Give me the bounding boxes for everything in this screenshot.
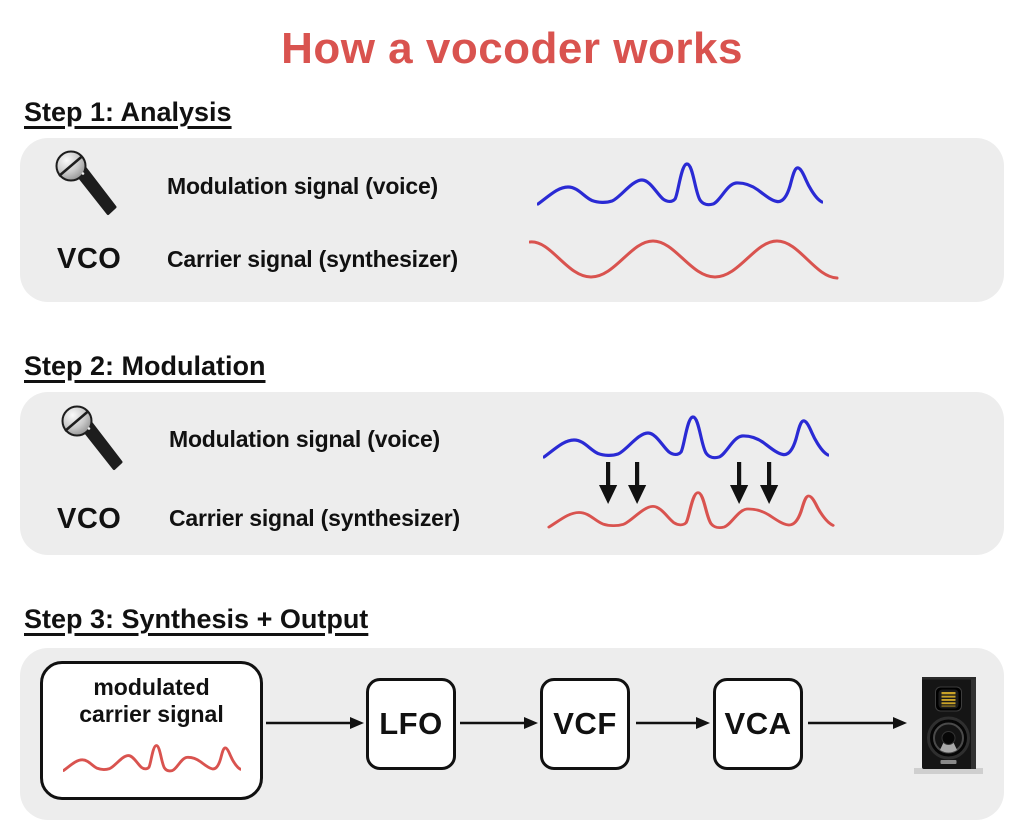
carrier-sine-waveform (529, 239, 839, 280)
source-box-line2: carrier signal (79, 701, 224, 727)
page-title: How a vocoder works (281, 24, 743, 73)
modulation-voice-waveform (537, 162, 823, 207)
step1-carrier-label: Carrier signal (synthesizer) (167, 246, 458, 272)
right-arrow-icon (460, 717, 538, 729)
step2-vco-label: VCO (57, 503, 122, 535)
step2-carrier-label: Carrier signal (synthesizer) (169, 505, 460, 531)
modulated-carrier-waveform (62, 744, 241, 773)
source-box-line1: modulated (93, 674, 210, 700)
step1-modulation-label: Modulation signal (voice) (167, 173, 439, 199)
modulation-voice-waveform (543, 415, 829, 460)
step2-heading: Step 2: Modulation (24, 351, 266, 381)
right-arrow-icon (636, 717, 710, 729)
step1-vco-label: VCO (57, 243, 122, 275)
vca-label: VCA (724, 706, 792, 741)
microphone-icon (55, 150, 117, 215)
step2-modulation-label: Modulation signal (voice) (169, 426, 441, 452)
lfo-box: LFO (366, 678, 456, 770)
right-arrow-icon (266, 717, 364, 729)
step3-heading: Step 3: Synthesis + Output (24, 604, 369, 634)
modulated-carrier-waveform (547, 491, 835, 530)
modulated-carrier-box: modulated carrier signal (40, 661, 263, 800)
studio-monitor-speaker-icon (914, 677, 983, 774)
microphone-icon (61, 405, 123, 470)
vcf-label: VCF (553, 706, 617, 741)
vcf-box: VCF (540, 678, 630, 770)
lfo-label: LFO (379, 706, 443, 741)
right-arrow-icon (808, 717, 907, 729)
vca-box: VCA (713, 678, 803, 770)
step2-panel (20, 392, 1004, 555)
step1-heading: Step 1: Analysis (24, 97, 232, 127)
step1-panel (20, 138, 1004, 302)
